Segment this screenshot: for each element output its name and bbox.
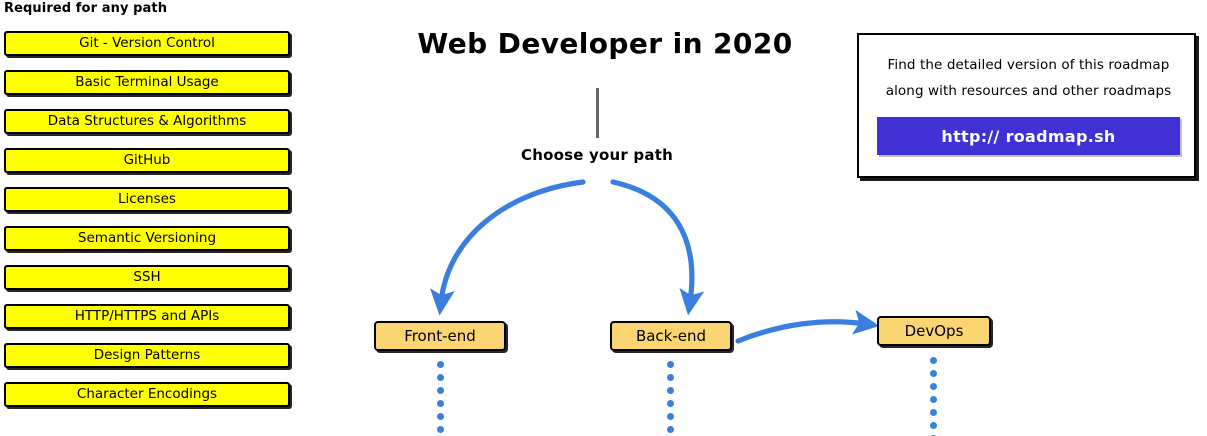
dot xyxy=(930,383,937,390)
info-text-line-2: along with resources and other roadmaps xyxy=(885,83,1172,99)
required-topic-label: Semantic Versioning xyxy=(77,229,217,246)
required-topic-label: Character Encodings xyxy=(76,385,218,402)
required-topic-design-patterns[interactable]: Design Patterns xyxy=(4,343,290,368)
required-topic-label: GitHub xyxy=(123,151,171,168)
path-box-label: Front-end xyxy=(404,326,476,345)
dot xyxy=(930,357,937,364)
roadmap-url-label: http:// roadmap.sh xyxy=(941,126,1116,146)
path-box-label: DevOps xyxy=(904,321,964,340)
dot xyxy=(930,396,937,403)
required-section-heading: Required for any path xyxy=(4,1,168,16)
required-topic-label: SSH xyxy=(133,268,161,285)
arrow-backend-to-devops xyxy=(735,309,880,344)
dot xyxy=(667,374,674,381)
dot xyxy=(930,422,937,429)
dot xyxy=(667,400,674,407)
path-box-frontend[interactable]: Front-end xyxy=(374,321,506,351)
trunk-connector-line xyxy=(596,88,599,138)
page-title: Web Developer in 2020 xyxy=(417,27,793,60)
path-box-devops[interactable]: DevOps xyxy=(877,316,991,346)
required-topic-ssh[interactable]: SSH xyxy=(4,265,290,290)
path-box-label: Back-end xyxy=(635,326,707,345)
dot xyxy=(667,426,674,433)
info-text-line-1: Find the detailed version of this roadma… xyxy=(887,57,1170,73)
dot xyxy=(930,409,937,416)
info-box: Find the detailed version of this roadma… xyxy=(857,33,1196,178)
dotted-line-backend xyxy=(667,361,674,436)
dotted-line-devops xyxy=(930,357,937,436)
dot xyxy=(667,387,674,394)
dotted-line-frontend xyxy=(437,361,444,436)
path-box-backend[interactable]: Back-end xyxy=(610,321,732,351)
dot xyxy=(667,361,674,368)
dot xyxy=(930,370,937,377)
required-topic-label: Design Patterns xyxy=(93,346,201,363)
dot xyxy=(437,413,444,420)
required-topic-github[interactable]: GitHub xyxy=(4,148,290,173)
dot xyxy=(667,413,674,420)
required-topic-label: Data Structures & Algorithms xyxy=(47,112,247,129)
arrow-to-backend xyxy=(610,179,705,316)
required-topic-label: Basic Terminal Usage xyxy=(75,73,219,90)
dot xyxy=(437,426,444,433)
arrow-to-frontend xyxy=(429,179,586,316)
required-topic-terminal[interactable]: Basic Terminal Usage xyxy=(4,70,290,95)
dot xyxy=(437,387,444,394)
required-topic-semantic-versioning[interactable]: Semantic Versioning xyxy=(4,226,290,251)
required-topic-data-structures[interactable]: Data Structures & Algorithms xyxy=(4,109,290,134)
required-topics-list: Git - Version Control Basic Terminal Usa… xyxy=(4,31,290,421)
dot xyxy=(437,400,444,407)
choose-your-path-label: Choose your path xyxy=(521,146,673,164)
required-topic-label: HTTP/HTTPS and APIs xyxy=(74,307,220,324)
required-topic-label: Git - Version Control xyxy=(79,34,215,51)
required-topic-http-apis[interactable]: HTTP/HTTPS and APIs xyxy=(4,304,290,329)
required-topic-character-encodings[interactable]: Character Encodings xyxy=(4,382,290,407)
roadmap-url-button[interactable]: http:// roadmap.sh xyxy=(877,117,1180,155)
required-topic-licenses[interactable]: Licenses xyxy=(4,187,290,212)
required-topic-label: Licenses xyxy=(118,190,176,207)
dot xyxy=(437,374,444,381)
required-topic-git[interactable]: Git - Version Control xyxy=(4,31,290,56)
dot xyxy=(437,361,444,368)
